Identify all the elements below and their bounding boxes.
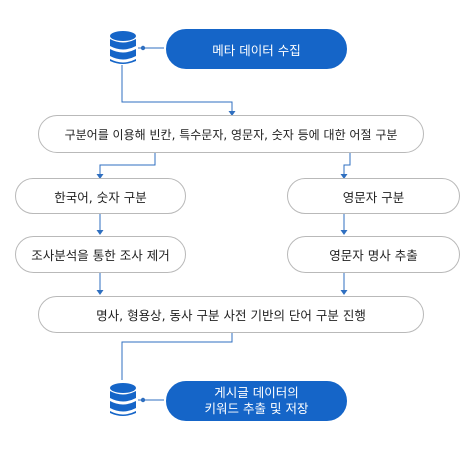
collect-metadata-label: 메타 데이터 수집 bbox=[212, 42, 301, 58]
word-segmentation-node: 구분어를 이용해 빈칸, 특수문자, 영문자, 숫자 등에 대한 어절 구분 bbox=[38, 115, 424, 153]
database-icon bbox=[110, 31, 136, 64]
postposition-removal-node: 조사분석을 통한 조사 제거 bbox=[15, 236, 186, 273]
store-keywords-node: 게시글 데이터의 키워드 추출 및 저장 bbox=[166, 381, 347, 421]
store-keywords-label-line2: 키워드 추출 및 저장 bbox=[204, 401, 309, 416]
english-noun-node: 영문자 명사 추출 bbox=[287, 236, 460, 273]
postposition-removal-label: 조사분석을 통한 조사 제거 bbox=[31, 248, 170, 263]
english-split-node: 영문자 구분 bbox=[287, 178, 460, 214]
dictionary-word-split-node: 명사, 형용상, 동사 구분 사전 기반의 단어 구분 진행 bbox=[38, 296, 424, 333]
korean-number-label: 한국어, 숫자 구분 bbox=[54, 189, 147, 205]
english-noun-label: 영문자 명사 추출 bbox=[329, 248, 418, 263]
word-segmentation-label: 구분어를 이용해 빈칸, 특수문자, 영문자, 숫자 등에 대한 어절 구분 bbox=[64, 127, 398, 142]
english-split-label: 영문자 구분 bbox=[342, 189, 405, 205]
collect-metadata-node: 메타 데이터 수집 bbox=[166, 29, 347, 69]
store-keywords-label-line1: 게시글 데이터의 bbox=[214, 385, 299, 400]
dictionary-word-split-label: 명사, 형용상, 동사 구분 사전 기반의 단어 구분 진행 bbox=[96, 308, 366, 323]
korean-number-node: 한국어, 숫자 구분 bbox=[15, 178, 186, 214]
database-icon bbox=[110, 383, 136, 416]
